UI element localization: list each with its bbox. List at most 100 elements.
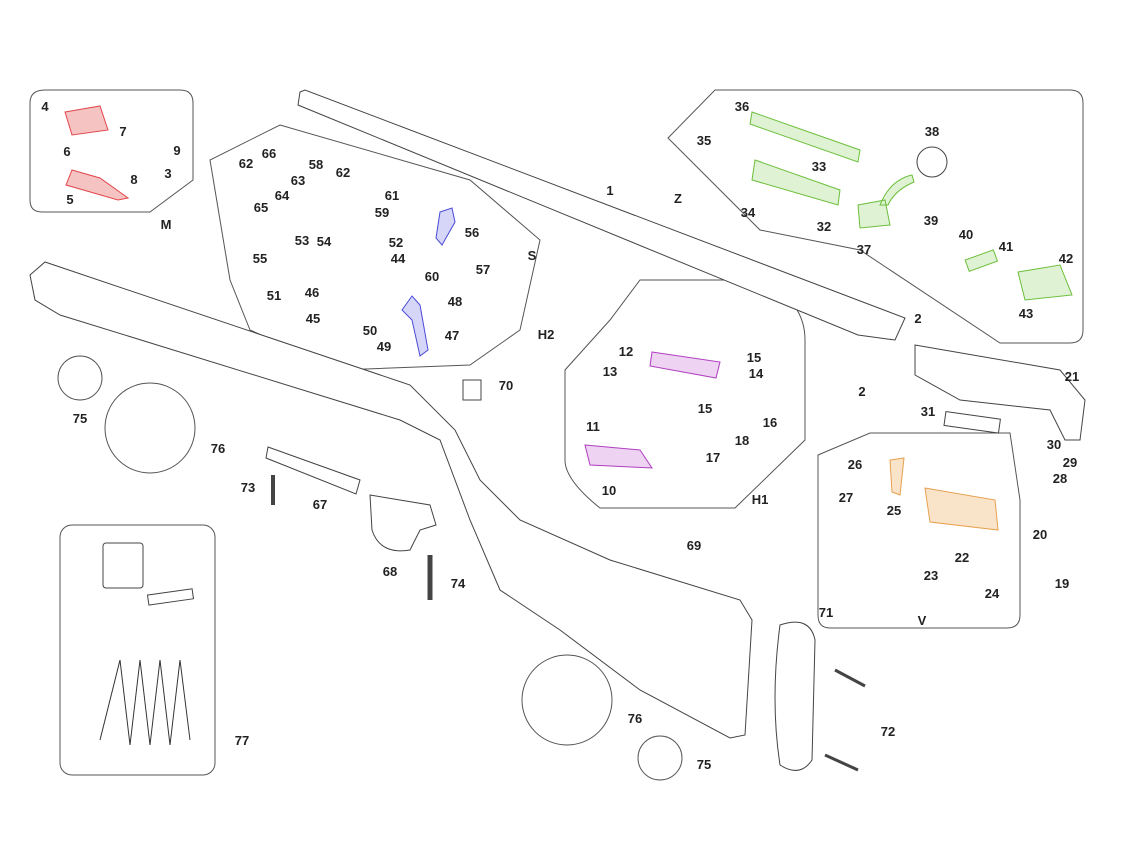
part-label-61: 61 [385, 188, 399, 203]
part-label-V: V [918, 613, 927, 628]
part-label-67: 67 [313, 497, 327, 512]
part-70 [462, 379, 482, 401]
part-label-53: 53 [295, 233, 309, 248]
part-label-38: 38 [925, 124, 939, 139]
part-label-72: 72 [881, 724, 895, 739]
detail-circle-76 [104, 382, 196, 474]
part-label-17: 17 [706, 450, 720, 465]
part-label-20: 20 [1033, 527, 1047, 542]
part-label-25: 25 [887, 503, 901, 518]
part-label-75: 75 [697, 757, 711, 772]
part-label-S: S [528, 248, 537, 263]
part-label-52: 52 [389, 235, 403, 250]
part-label-58: 58 [309, 157, 323, 172]
part-label-62: 62 [336, 165, 350, 180]
part-label-43: 43 [1019, 306, 1033, 321]
part-label-30: 30 [1047, 437, 1061, 452]
part-label-65: 65 [254, 200, 268, 215]
part-label-36: 36 [735, 99, 749, 114]
part-31 [943, 411, 1001, 434]
group-s-box [209, 124, 541, 371]
part-label-M: M [161, 217, 172, 232]
part-label-5: 5 [66, 192, 73, 207]
part-label-14: 14 [749, 366, 764, 381]
part-label-12: 12 [619, 344, 633, 359]
orange-part-22 [924, 487, 999, 531]
part-label-7: 7 [119, 124, 126, 139]
part-label-29: 29 [1063, 455, 1077, 470]
detail-circle-75b [637, 735, 683, 781]
part-label-21: 21 [1065, 369, 1079, 384]
part-label-4: 4 [41, 99, 49, 114]
part-label-33: 33 [812, 159, 826, 174]
part-label-74: 74 [451, 576, 466, 591]
screw-72a [834, 668, 866, 688]
bolt-knob [916, 146, 948, 178]
part-label-45: 45 [306, 311, 320, 326]
part-label-15: 15 [747, 350, 761, 365]
part-label-H1: H1 [752, 492, 769, 507]
part-label-8: 8 [130, 172, 137, 187]
part-label-Z: Z [674, 191, 682, 206]
part-label-62: 62 [239, 156, 253, 171]
part-label-15: 15 [698, 401, 712, 416]
part-label-46: 46 [305, 285, 319, 300]
part-label-59: 59 [375, 205, 389, 220]
part-label-2: 2 [858, 384, 865, 399]
group-m-box [29, 89, 194, 213]
part-label-24: 24 [985, 586, 1000, 601]
part-label-48: 48 [448, 294, 462, 309]
part-label-32: 32 [817, 219, 831, 234]
part-label-3: 3 [164, 166, 171, 181]
part-label-19: 19 [1055, 576, 1069, 591]
part-label-26: 26 [848, 457, 862, 472]
screw-72b [824, 753, 859, 772]
part-label-6: 6 [63, 144, 70, 159]
part-label-16: 16 [763, 415, 777, 430]
red-part-5 [65, 169, 130, 201]
purple-part-12 [649, 351, 721, 379]
part-label-35: 35 [697, 133, 711, 148]
part-label-54: 54 [317, 234, 332, 249]
magazine-follower [146, 588, 195, 606]
part-label-42: 42 [1059, 251, 1073, 266]
green-bolt-36 [749, 111, 861, 163]
part-label-51: 51 [267, 288, 281, 303]
part-label-23: 23 [924, 568, 938, 583]
magazine-spring [99, 659, 191, 746]
guard-plate [265, 446, 361, 495]
barrel [297, 89, 906, 341]
part-label-70: 70 [499, 378, 513, 393]
part-label-44: 44 [391, 251, 406, 266]
part-label-76: 76 [211, 441, 225, 456]
part-label-64: 64 [275, 188, 290, 203]
part-label-18: 18 [735, 433, 749, 448]
magazine-box [59, 524, 216, 776]
part-label-9: 9 [173, 143, 180, 158]
part-label-60: 60 [425, 269, 439, 284]
part-label-47: 47 [445, 328, 459, 343]
part-label-2: 2 [914, 311, 921, 326]
part-label-75: 75 [73, 411, 87, 426]
part-label-50: 50 [363, 323, 377, 338]
part-label-39: 39 [924, 213, 938, 228]
green-spring [964, 249, 999, 273]
detail-circle-76b [521, 654, 613, 746]
red-part-4 [64, 105, 109, 136]
green-part-42 [1017, 264, 1073, 301]
part-label-22: 22 [955, 550, 969, 565]
part-label-73: 73 [241, 480, 255, 495]
part-label-40: 40 [959, 227, 973, 242]
part-label-28: 28 [1053, 471, 1067, 486]
part-label-68: 68 [383, 564, 397, 579]
detail-circle-75 [57, 355, 103, 401]
part-label-66: 66 [262, 146, 276, 161]
butt-pad [774, 621, 816, 771]
group-v-box [817, 432, 1021, 629]
magazine [102, 542, 144, 589]
part-label-57: 57 [476, 262, 490, 277]
group-h-box [564, 279, 806, 509]
part-label-49: 49 [377, 339, 391, 354]
part-label-34: 34 [741, 205, 756, 220]
